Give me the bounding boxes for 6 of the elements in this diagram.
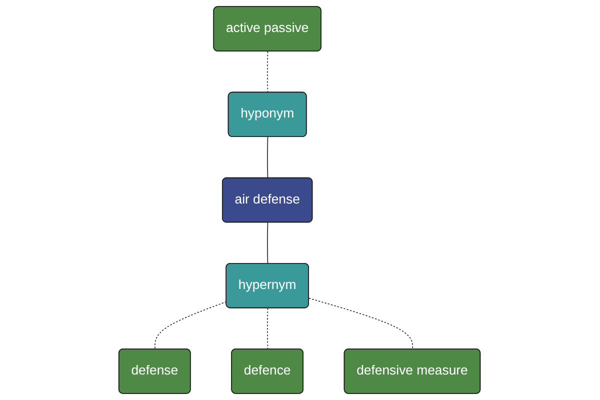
connector [268,136,269,179]
connector [268,51,269,93]
connector [155,301,228,350]
connector [268,222,269,264]
connector [268,308,269,350]
connector [309,298,414,350]
